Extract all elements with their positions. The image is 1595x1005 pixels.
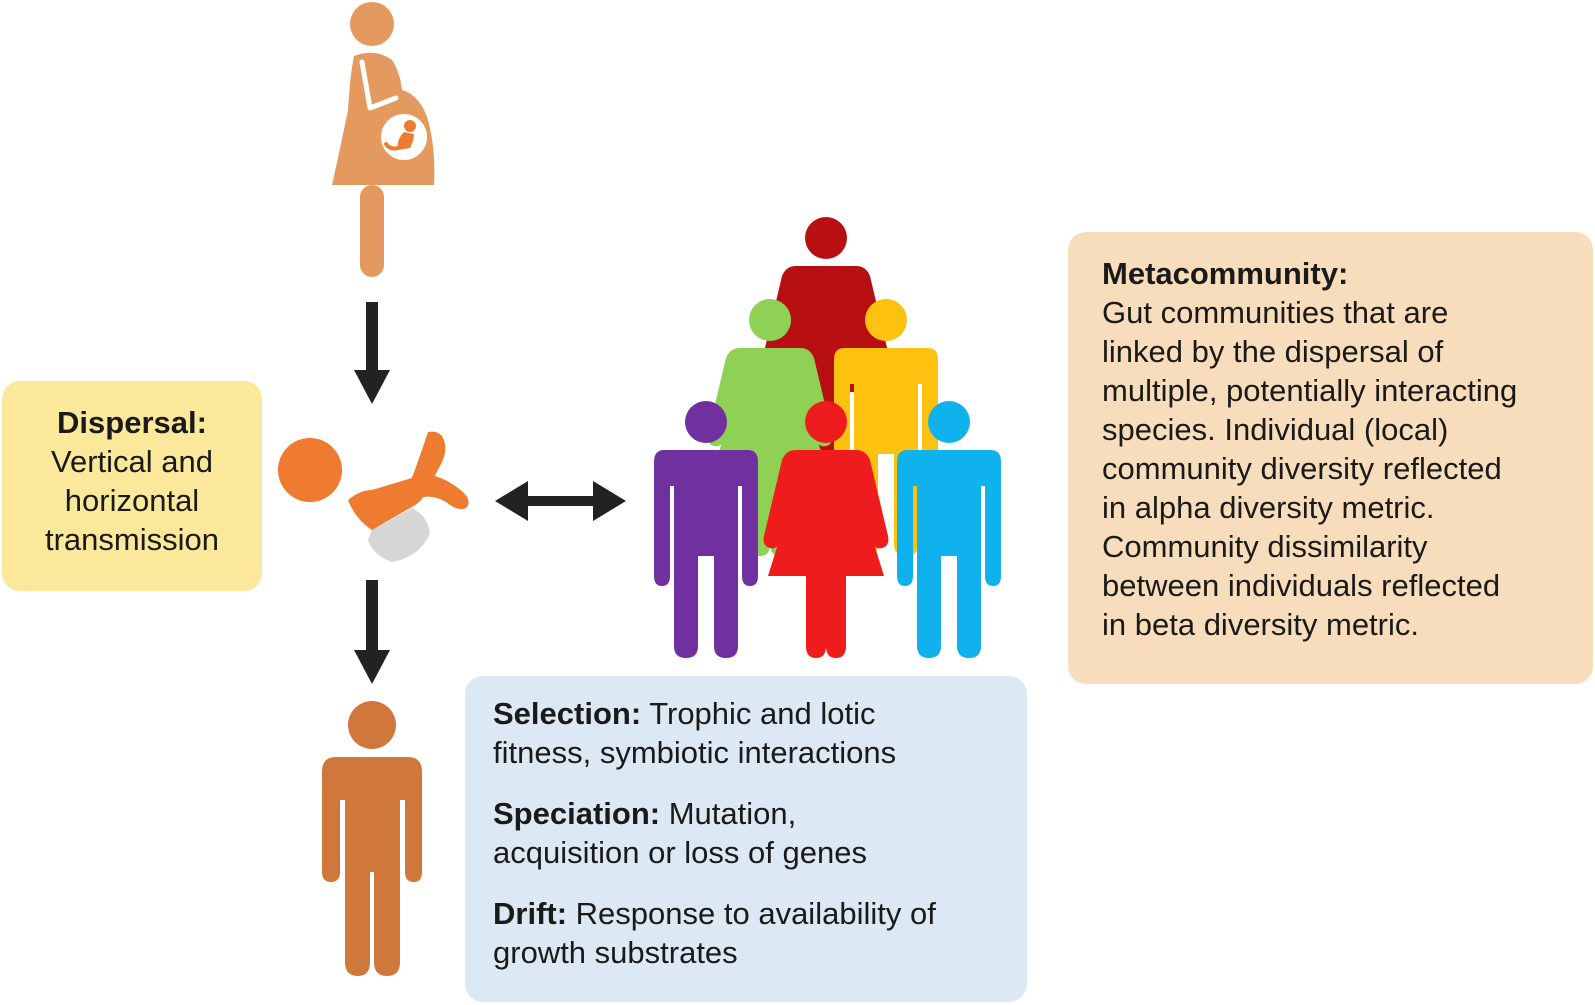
double-arrow	[495, 481, 626, 521]
metacommunity-line: between individuals reflected	[1102, 568, 1501, 603]
speciation-text: acquisition or loss of genes	[493, 835, 867, 870]
metacommunity-line: Gut communities that are	[1102, 295, 1449, 330]
metacommunity-line: multiple, potentially interacting	[1102, 373, 1518, 408]
arrow-infant-to-adult	[354, 580, 390, 684]
selection-title: Selection:	[493, 696, 642, 731]
metacommunity-line: in alpha diversity metric.	[1102, 490, 1435, 525]
metacommunity-title: Metacommunity:	[1102, 256, 1349, 291]
pregnant-woman-icon	[332, 2, 435, 277]
metacommunity-line: in beta diversity metric.	[1102, 607, 1419, 642]
ecological-processes-box: Selection: Trophic and lotic fitness, sy…	[465, 676, 1027, 1002]
dispersal-line: Vertical and	[51, 444, 213, 479]
metacommunity-line: linked by the dispersal of	[1102, 334, 1444, 369]
drift-title: Drift:	[493, 896, 568, 931]
metacommunity-line: species. Individual (local)	[1102, 412, 1449, 447]
selection-item: Selection: Trophic and lotic fitness, sy…	[493, 694, 1027, 772]
dispersal-line: transmission	[45, 522, 219, 557]
metacommunity-line: Community dissimilarity	[1102, 529, 1428, 564]
selection-text: fitness, symbiotic interactions	[493, 735, 897, 770]
metacommunity-line: community diversity reflected	[1102, 451, 1502, 486]
dispersal-line: horizontal	[64, 483, 200, 518]
speciation-item: Speciation: Mutation, acquisition or los…	[493, 794, 1027, 872]
arrow-mother-to-infant	[354, 302, 390, 404]
selection-text: Trophic and lotic	[641, 696, 876, 731]
drift-item: Drift: Response to availability of growt…	[493, 894, 1027, 972]
metacommunity-box: Metacommunity: Gut communities that are …	[1068, 232, 1593, 684]
adult-man-icon	[322, 701, 422, 976]
speciation-text: Mutation,	[660, 796, 797, 831]
infant-icon	[278, 431, 469, 562]
speciation-title: Speciation:	[493, 796, 661, 831]
drift-text: growth substrates	[493, 935, 738, 970]
group-of-people-icon	[654, 217, 1001, 658]
dispersal-title: Dispersal:	[57, 405, 207, 440]
drift-text: Response to availability of	[567, 896, 936, 931]
dispersal-box: Dispersal: Vertical and horizontal trans…	[2, 381, 262, 591]
